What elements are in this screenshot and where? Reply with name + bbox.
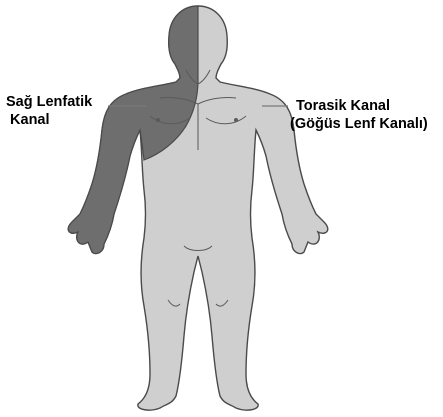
label-thoracic-duct: Torasik Kanal (Göğüs Lenf Kanalı) — [290, 97, 428, 133]
nipple-right — [234, 118, 238, 122]
nipple-left — [156, 118, 160, 122]
label-right-lymphatic-duct-line2: Kanal — [6, 111, 92, 129]
label-right-lymphatic-duct-line1: Sağ Lenfatik — [6, 93, 92, 111]
label-thoracic-duct-line1: Torasik Kanal — [290, 97, 428, 115]
label-thoracic-duct-line2: (Göğüs Lenf Kanalı) — [290, 115, 428, 133]
label-right-lymphatic-duct: Sağ Lenfatik Kanal — [6, 93, 92, 129]
